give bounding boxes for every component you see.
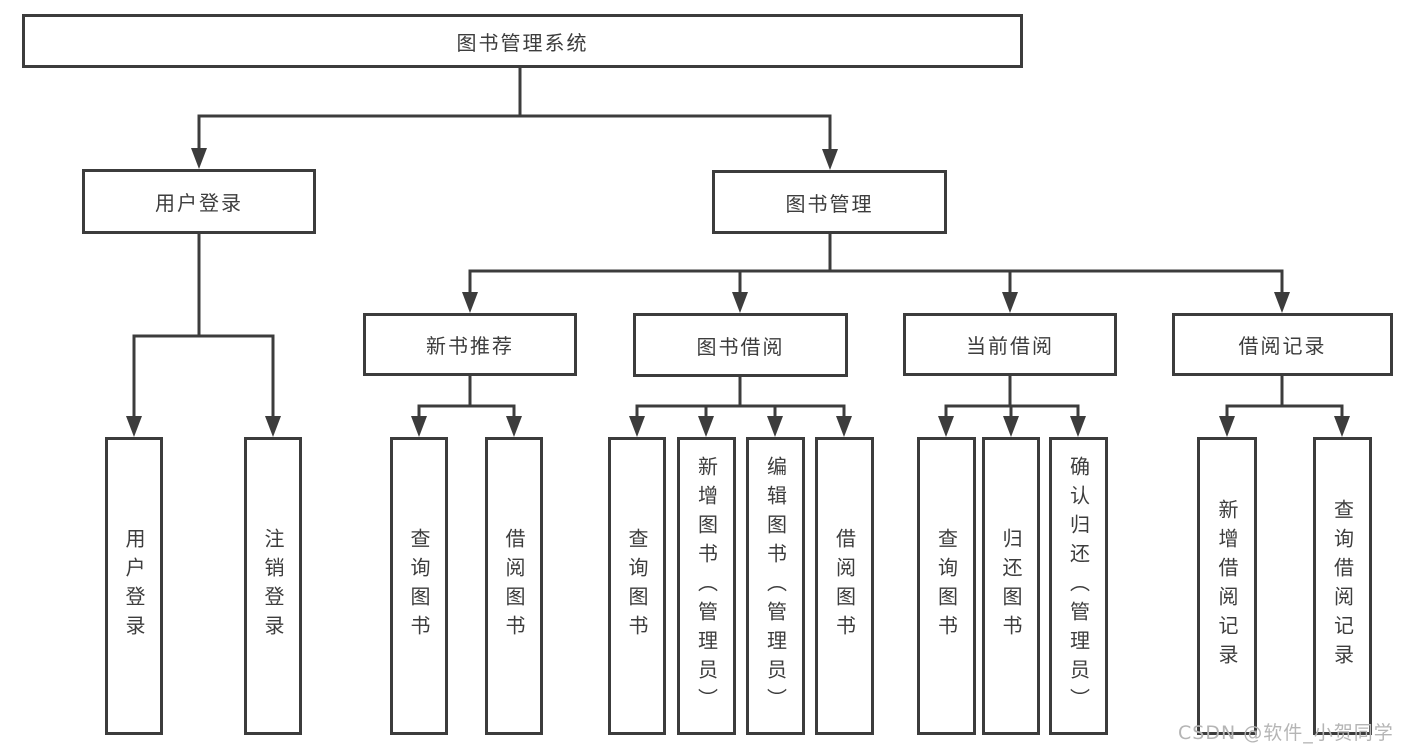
leaf-label: 查询借阅记录 [1330,499,1355,673]
leaf-label: 归还图书 [999,528,1023,644]
node-book-borrow: 图书借阅 [633,313,848,377]
node-label: 当前借阅 [966,334,1054,358]
leaf-label: 新增借阅记录 [1215,499,1239,673]
leaf-borrow-books-borrow: 借阅图书 [815,437,874,735]
node-borrow-records: 借阅记录 [1172,313,1393,376]
leaf-label: 新增图书（管理员） [694,455,719,717]
node-label: 图书管理系统 [456,30,589,55]
node-user-login: 用户登录 [82,169,316,234]
leaf-confirm-return-admin: 确认归还（管理员） [1049,437,1108,735]
leaf-label: 查询图书 [407,528,431,644]
leaf-query-borrow-record: 查询借阅记录 [1313,437,1372,735]
leaf-query-books-current: 查询图书 [917,437,976,735]
leaf-label: 用户登录 [122,528,146,644]
leaf-return-books: 归还图书 [982,437,1040,735]
leaf-label: 编辑图书（管理员） [763,455,788,717]
node-label: 新书推荐 [426,334,514,358]
node-book-management: 图书管理 [712,170,947,234]
node-label: 借阅记录 [1238,334,1327,358]
node-label: 图书管理 [785,191,874,216]
leaf-label: 查询图书 [934,528,959,644]
leaf-label: 借阅图书 [502,528,526,644]
watermark-text: CSDN @软件_小贺同学 [1178,722,1394,744]
leaf-user-login: 用户登录 [105,437,163,735]
leaf-query-books-recommend: 查询图书 [390,437,448,735]
leaf-query-books-borrow: 查询图书 [608,437,666,735]
node-label: 用户登录 [155,191,243,215]
node-label: 图书借阅 [696,334,785,359]
leaf-add-borrow-record: 新增借阅记录 [1197,437,1257,735]
leaf-logout-login: 注销登录 [244,437,302,735]
leaf-label: 查询图书 [625,528,649,644]
leaf-label: 注销登录 [261,528,285,644]
node-library-management-system: 图书管理系统 [22,14,1023,68]
leaf-label: 借阅图书 [832,528,857,644]
leaf-label: 确认归还（管理员） [1066,455,1091,717]
leaf-borrow-books-recommend: 借阅图书 [485,437,543,735]
leaf-add-books-admin: 新增图书（管理员） [677,437,736,735]
node-new-book-recommend: 新书推荐 [363,313,577,376]
node-current-borrow: 当前借阅 [903,313,1117,376]
leaf-edit-books-admin: 编辑图书（管理员） [746,437,805,735]
